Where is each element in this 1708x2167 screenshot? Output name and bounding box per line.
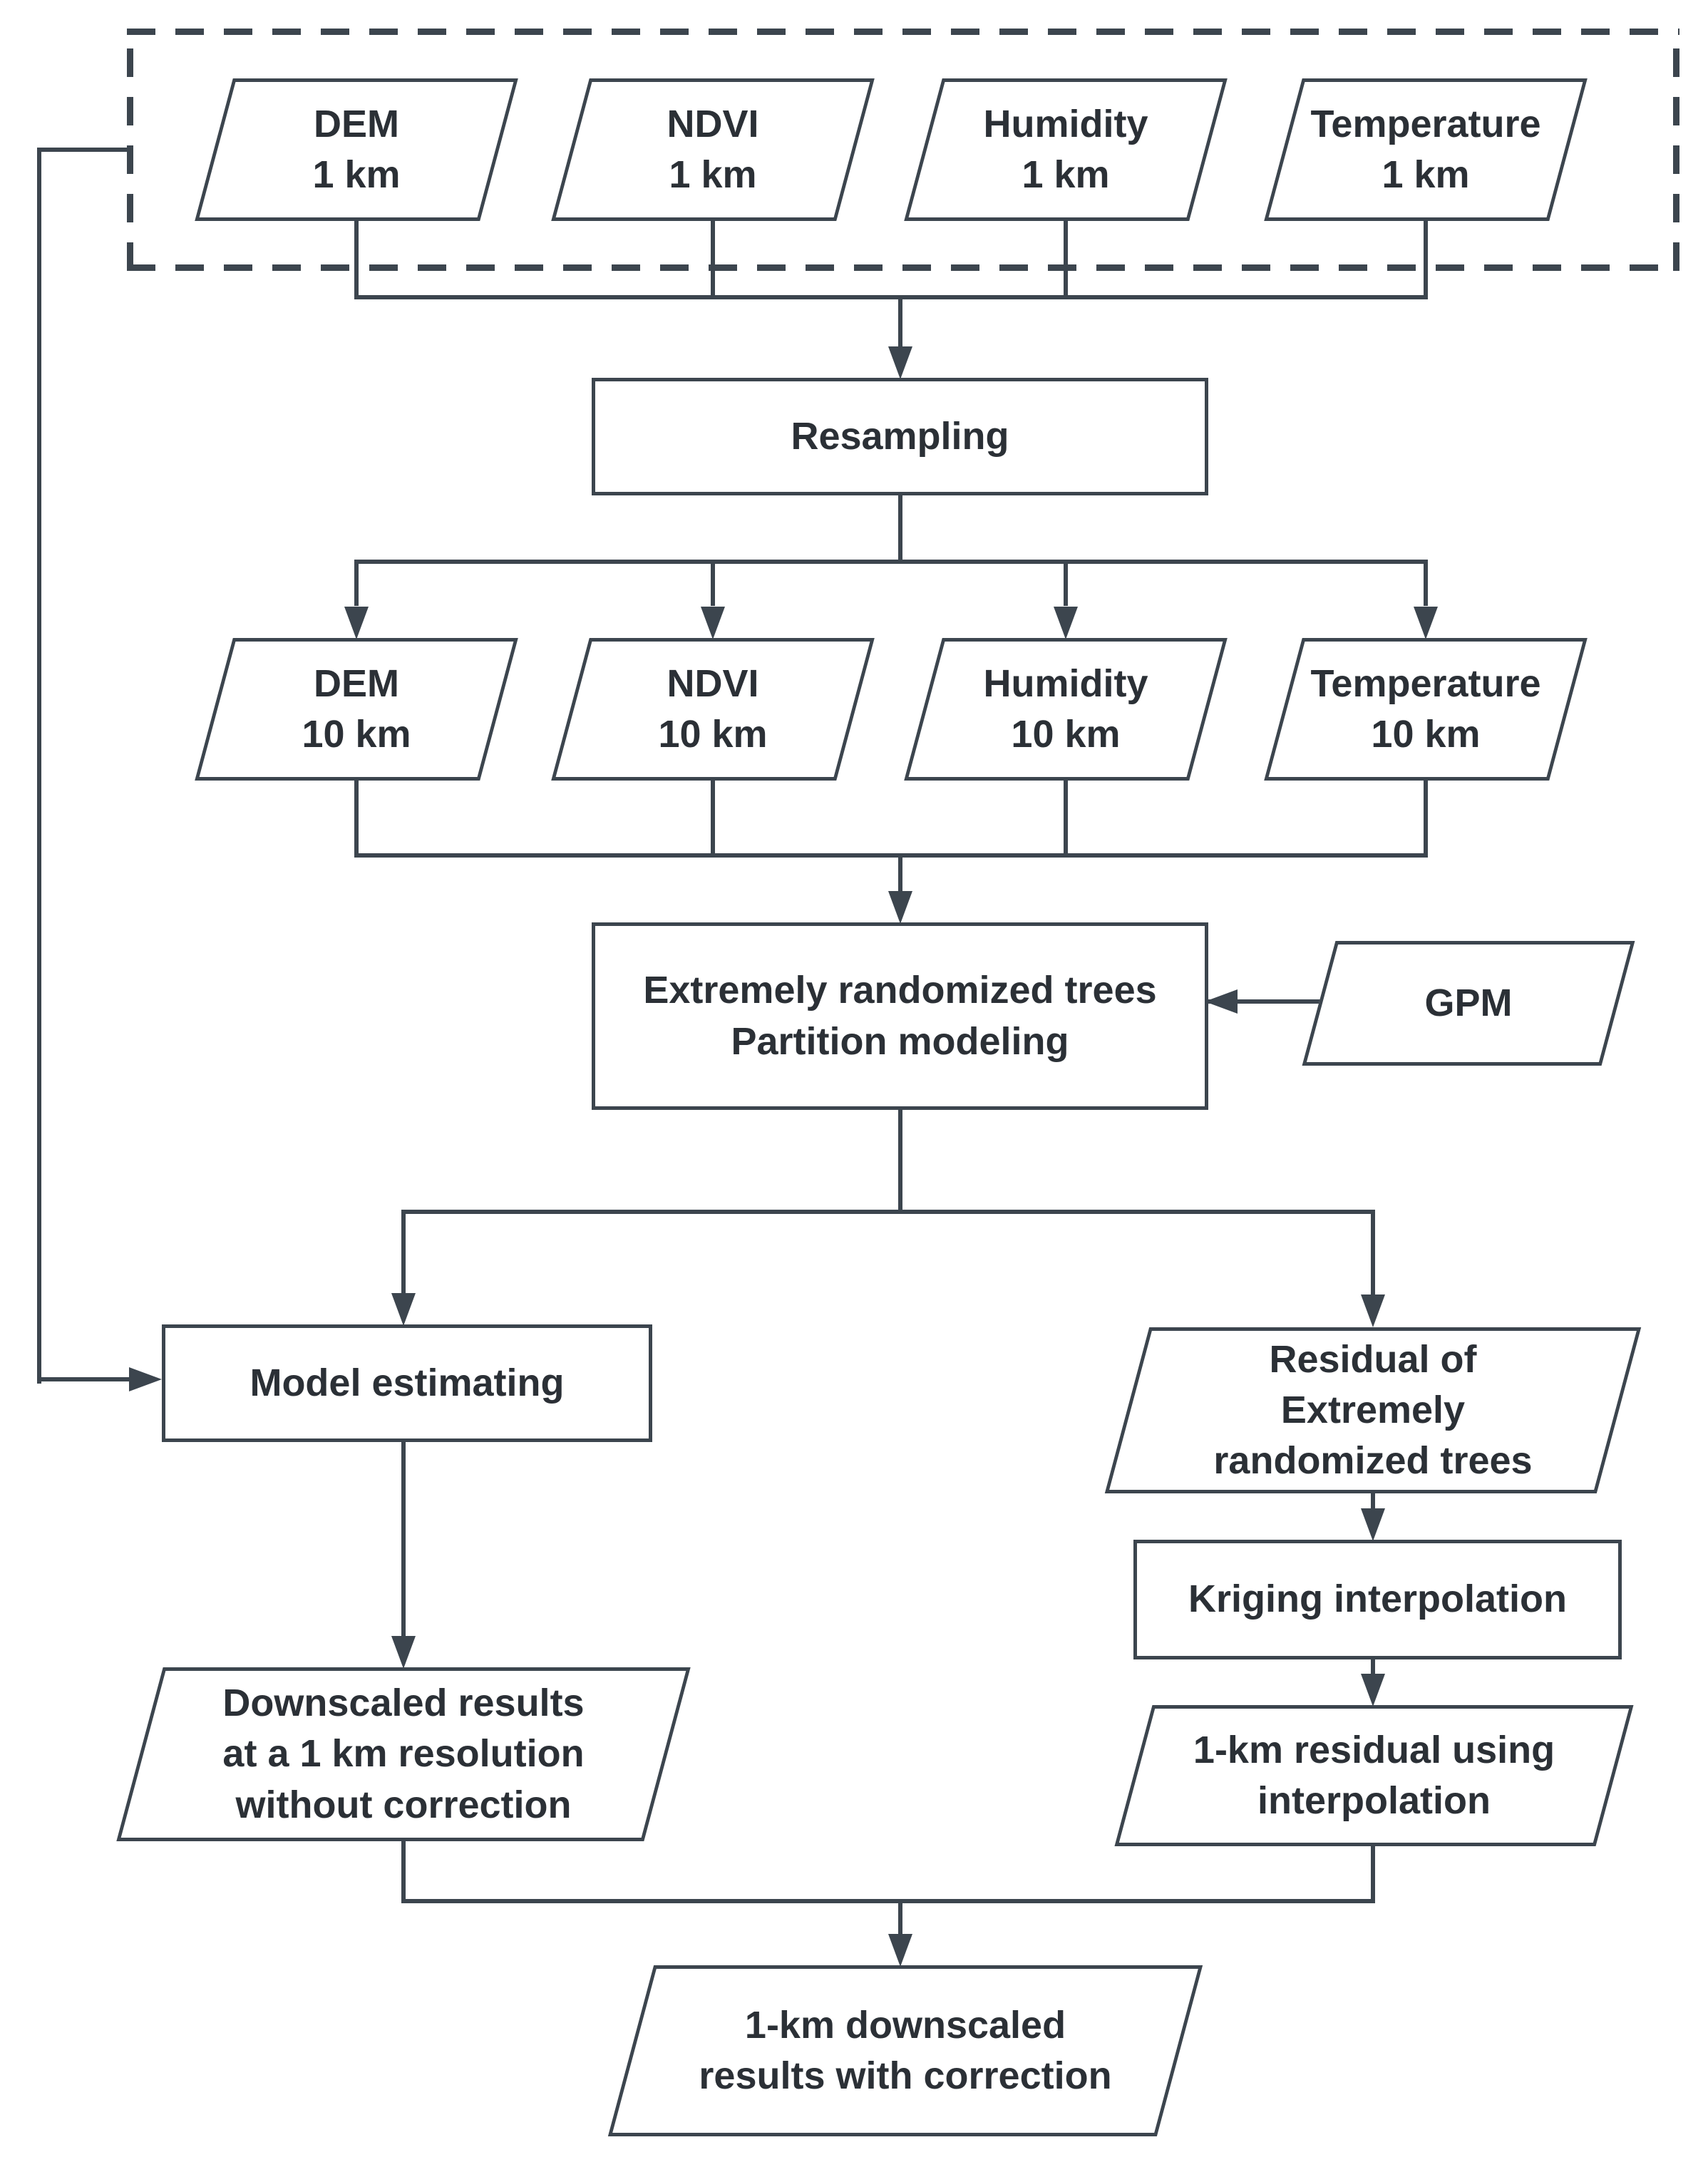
connector-gpm-to-ert	[1208, 999, 1321, 1004]
node-extremely-randomized-trees: Extremely randomized trees Partition mod…	[592, 922, 1208, 1110]
connector-model-estimating-down	[401, 1433, 406, 1641]
connector-to-final-output	[898, 1899, 902, 1942]
connector-ndvi1km-down	[711, 217, 715, 299]
connector-humidity10km-down	[1064, 777, 1068, 858]
node-label: Humidity 1 km	[983, 102, 1148, 196]
connector-temperature1km-down	[1424, 217, 1428, 299]
arrowhead-into-final-output	[888, 1934, 912, 1967]
connector-ert-down	[898, 1101, 902, 1214]
connector-1km-residual-down	[1371, 1844, 1375, 1903]
connector-feedback-top	[37, 148, 132, 152]
connector-bus-10km	[354, 853, 1428, 858]
node-label: Resampling	[791, 414, 1009, 458]
connector-dem10km-down	[354, 777, 359, 858]
node-ndvi-10km: NDVI 10 km	[551, 638, 875, 781]
connector-bus-1km	[354, 295, 1428, 299]
node-kriging-interpolation: Kriging interpolation	[1133, 1540, 1622, 1659]
connector-resampling-down	[898, 486, 902, 562]
arrowhead-into-ert-right	[1205, 989, 1238, 1014]
arrowhead-into-model-estimating-top	[391, 1293, 416, 1326]
connector-branch-bus	[401, 1210, 1375, 1214]
node-label: GPM	[1424, 981, 1513, 1024]
arrowhead-into-dem10km	[344, 607, 369, 639]
connector-to-ert	[898, 853, 902, 892]
node-label: NDVI 10 km	[658, 662, 768, 756]
node-dem-1km: DEM 1 km	[195, 78, 518, 221]
arrowhead-into-resampling	[888, 346, 912, 379]
node-ndvi-1km: NDVI 1 km	[551, 78, 875, 221]
node-label: NDVI 1 km	[667, 102, 759, 196]
arrowhead-into-residual-ert	[1361, 1294, 1385, 1327]
arrowhead-into-kriging	[1361, 1508, 1385, 1541]
node-label: Model estimating	[249, 1361, 565, 1404]
arrowhead-into-humidity10km	[1054, 607, 1078, 639]
node-downscaled-without-correction: Downscaled results at a 1 km resolution …	[116, 1667, 691, 1841]
node-dem-10km: DEM 10 km	[195, 638, 518, 781]
node-label: 1-km residual using interpolation	[1193, 1728, 1555, 1822]
connector-kriging-down	[1371, 1650, 1375, 1682]
connector-to-residual-ert	[1371, 1210, 1375, 1299]
connector-split-bus-10km	[354, 560, 1428, 564]
node-model-estimating: Model estimating	[162, 1324, 652, 1442]
connector-humidity1km-down	[1064, 217, 1068, 299]
arrowhead-into-model-estimating	[129, 1367, 162, 1391]
connector-to-model-estimating	[401, 1210, 406, 1297]
connector-to-ndvi10km	[711, 560, 715, 606]
connector-to-resampling	[898, 295, 902, 352]
connector-merge-bus	[401, 1899, 1375, 1903]
node-label: Extremely randomized trees Partition mod…	[643, 969, 1157, 1063]
node-1km-residual-interpolation: 1-km residual using interpolation	[1114, 1705, 1634, 1846]
arrowhead-into-ndvi10km	[701, 607, 725, 639]
node-label: Humidity 10 km	[983, 662, 1148, 756]
node-humidity-1km: Humidity 1 km	[904, 78, 1228, 221]
connector-dem1km-down	[354, 217, 359, 299]
connector-residual-to-kriging	[1371, 1491, 1375, 1516]
node-temperature-10km: Temperature 10 km	[1264, 638, 1588, 781]
arrowhead-into-1km-residual	[1361, 1674, 1385, 1707]
node-label: 1-km downscaled results with correction	[699, 2003, 1112, 2097]
node-label: Residual of Extremely randomized trees	[1213, 1337, 1533, 1483]
arrowhead-into-ert	[888, 891, 912, 924]
arrowhead-into-temperature10km	[1414, 607, 1438, 639]
connector-to-humidity10km	[1064, 560, 1068, 606]
connector-temperature10km-down	[1424, 777, 1428, 858]
arrowhead-into-downscaled-results	[391, 1636, 416, 1669]
node-resampling: Resampling	[592, 378, 1208, 495]
node-label: Temperature 10 km	[1310, 662, 1541, 756]
connector-to-dem10km	[354, 560, 359, 606]
node-label: DEM 1 km	[312, 102, 401, 196]
connector-feedback-bottom	[37, 1377, 137, 1381]
connector-ndvi10km-down	[711, 777, 715, 858]
connector-feedback-vertical	[37, 148, 41, 1384]
node-gpm: GPM	[1302, 941, 1635, 1066]
node-label: Temperature 1 km	[1310, 102, 1541, 196]
connector-to-temperature10km	[1424, 560, 1428, 606]
node-temperature-1km: Temperature 1 km	[1264, 78, 1588, 221]
node-humidity-10km: Humidity 10 km	[904, 638, 1228, 781]
node-label: Kriging interpolation	[1188, 1577, 1567, 1621]
node-label: Downscaled results at a 1 km resolution …	[222, 1682, 585, 1826]
node-residual-ert: Residual of Extremely randomized trees	[1104, 1327, 1642, 1493]
node-downscaled-with-correction: 1-km downscaled results with correction	[607, 1965, 1203, 2136]
connector-downscaled-down	[401, 1838, 406, 1903]
node-label: DEM 10 km	[302, 662, 411, 756]
